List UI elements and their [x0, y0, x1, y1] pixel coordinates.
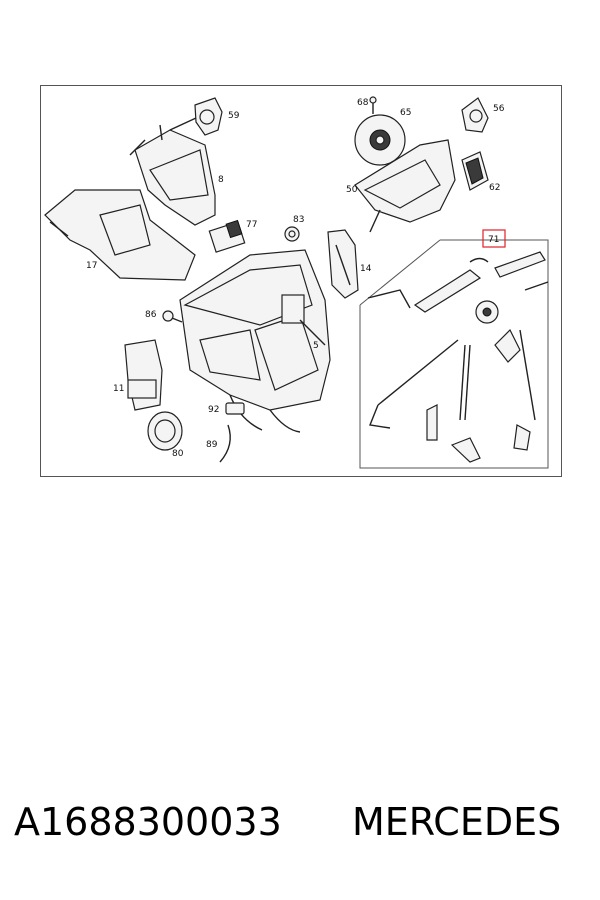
callout-65: 65: [400, 108, 411, 118]
part-59: [169, 97, 223, 136]
part-5: [179, 249, 331, 433]
part-62: [461, 151, 489, 191]
part-65: [354, 114, 406, 166]
caption: A1688300033 MERCEDES: [0, 800, 600, 860]
callout-62: 62: [489, 183, 500, 193]
brand-name: MERCEDES: [352, 800, 562, 844]
callout-5: 5: [313, 341, 319, 351]
callout-77: 77: [246, 220, 257, 230]
part-92: [225, 402, 245, 415]
part-86: [162, 310, 183, 323]
callout-14: 14: [360, 264, 372, 274]
part-83: [284, 226, 300, 242]
highlight-box-71: [482, 229, 506, 248]
callout-11: 11: [113, 384, 124, 394]
part-11: [124, 339, 163, 411]
callout-17: 17: [86, 261, 97, 271]
part-80: [147, 411, 183, 451]
callout-86: 86: [145, 310, 157, 320]
part-17: [44, 189, 196, 281]
callout-83: 83: [293, 215, 304, 225]
inset-link-line: [359, 239, 441, 306]
part-14: [327, 229, 359, 299]
callout-56: 56: [493, 104, 505, 114]
callout-50: 50: [346, 185, 358, 195]
part-number: A1688300033: [14, 800, 282, 844]
part-68: [369, 96, 377, 114]
part-56: [461, 97, 489, 133]
callout-92: 92: [208, 405, 219, 415]
part-71-group: [367, 251, 549, 463]
callout-68: 68: [357, 98, 369, 108]
callout-59: 59: [228, 111, 240, 121]
callout-8: 8: [218, 175, 224, 185]
part-89: [219, 424, 231, 463]
callout-71: 71: [488, 235, 499, 245]
callout-89: 89: [206, 440, 218, 450]
callout-80: 80: [172, 449, 184, 459]
part-50: [354, 139, 456, 233]
part-8: [129, 124, 216, 226]
part-77: [208, 219, 246, 253]
inset-outline: [359, 239, 549, 469]
